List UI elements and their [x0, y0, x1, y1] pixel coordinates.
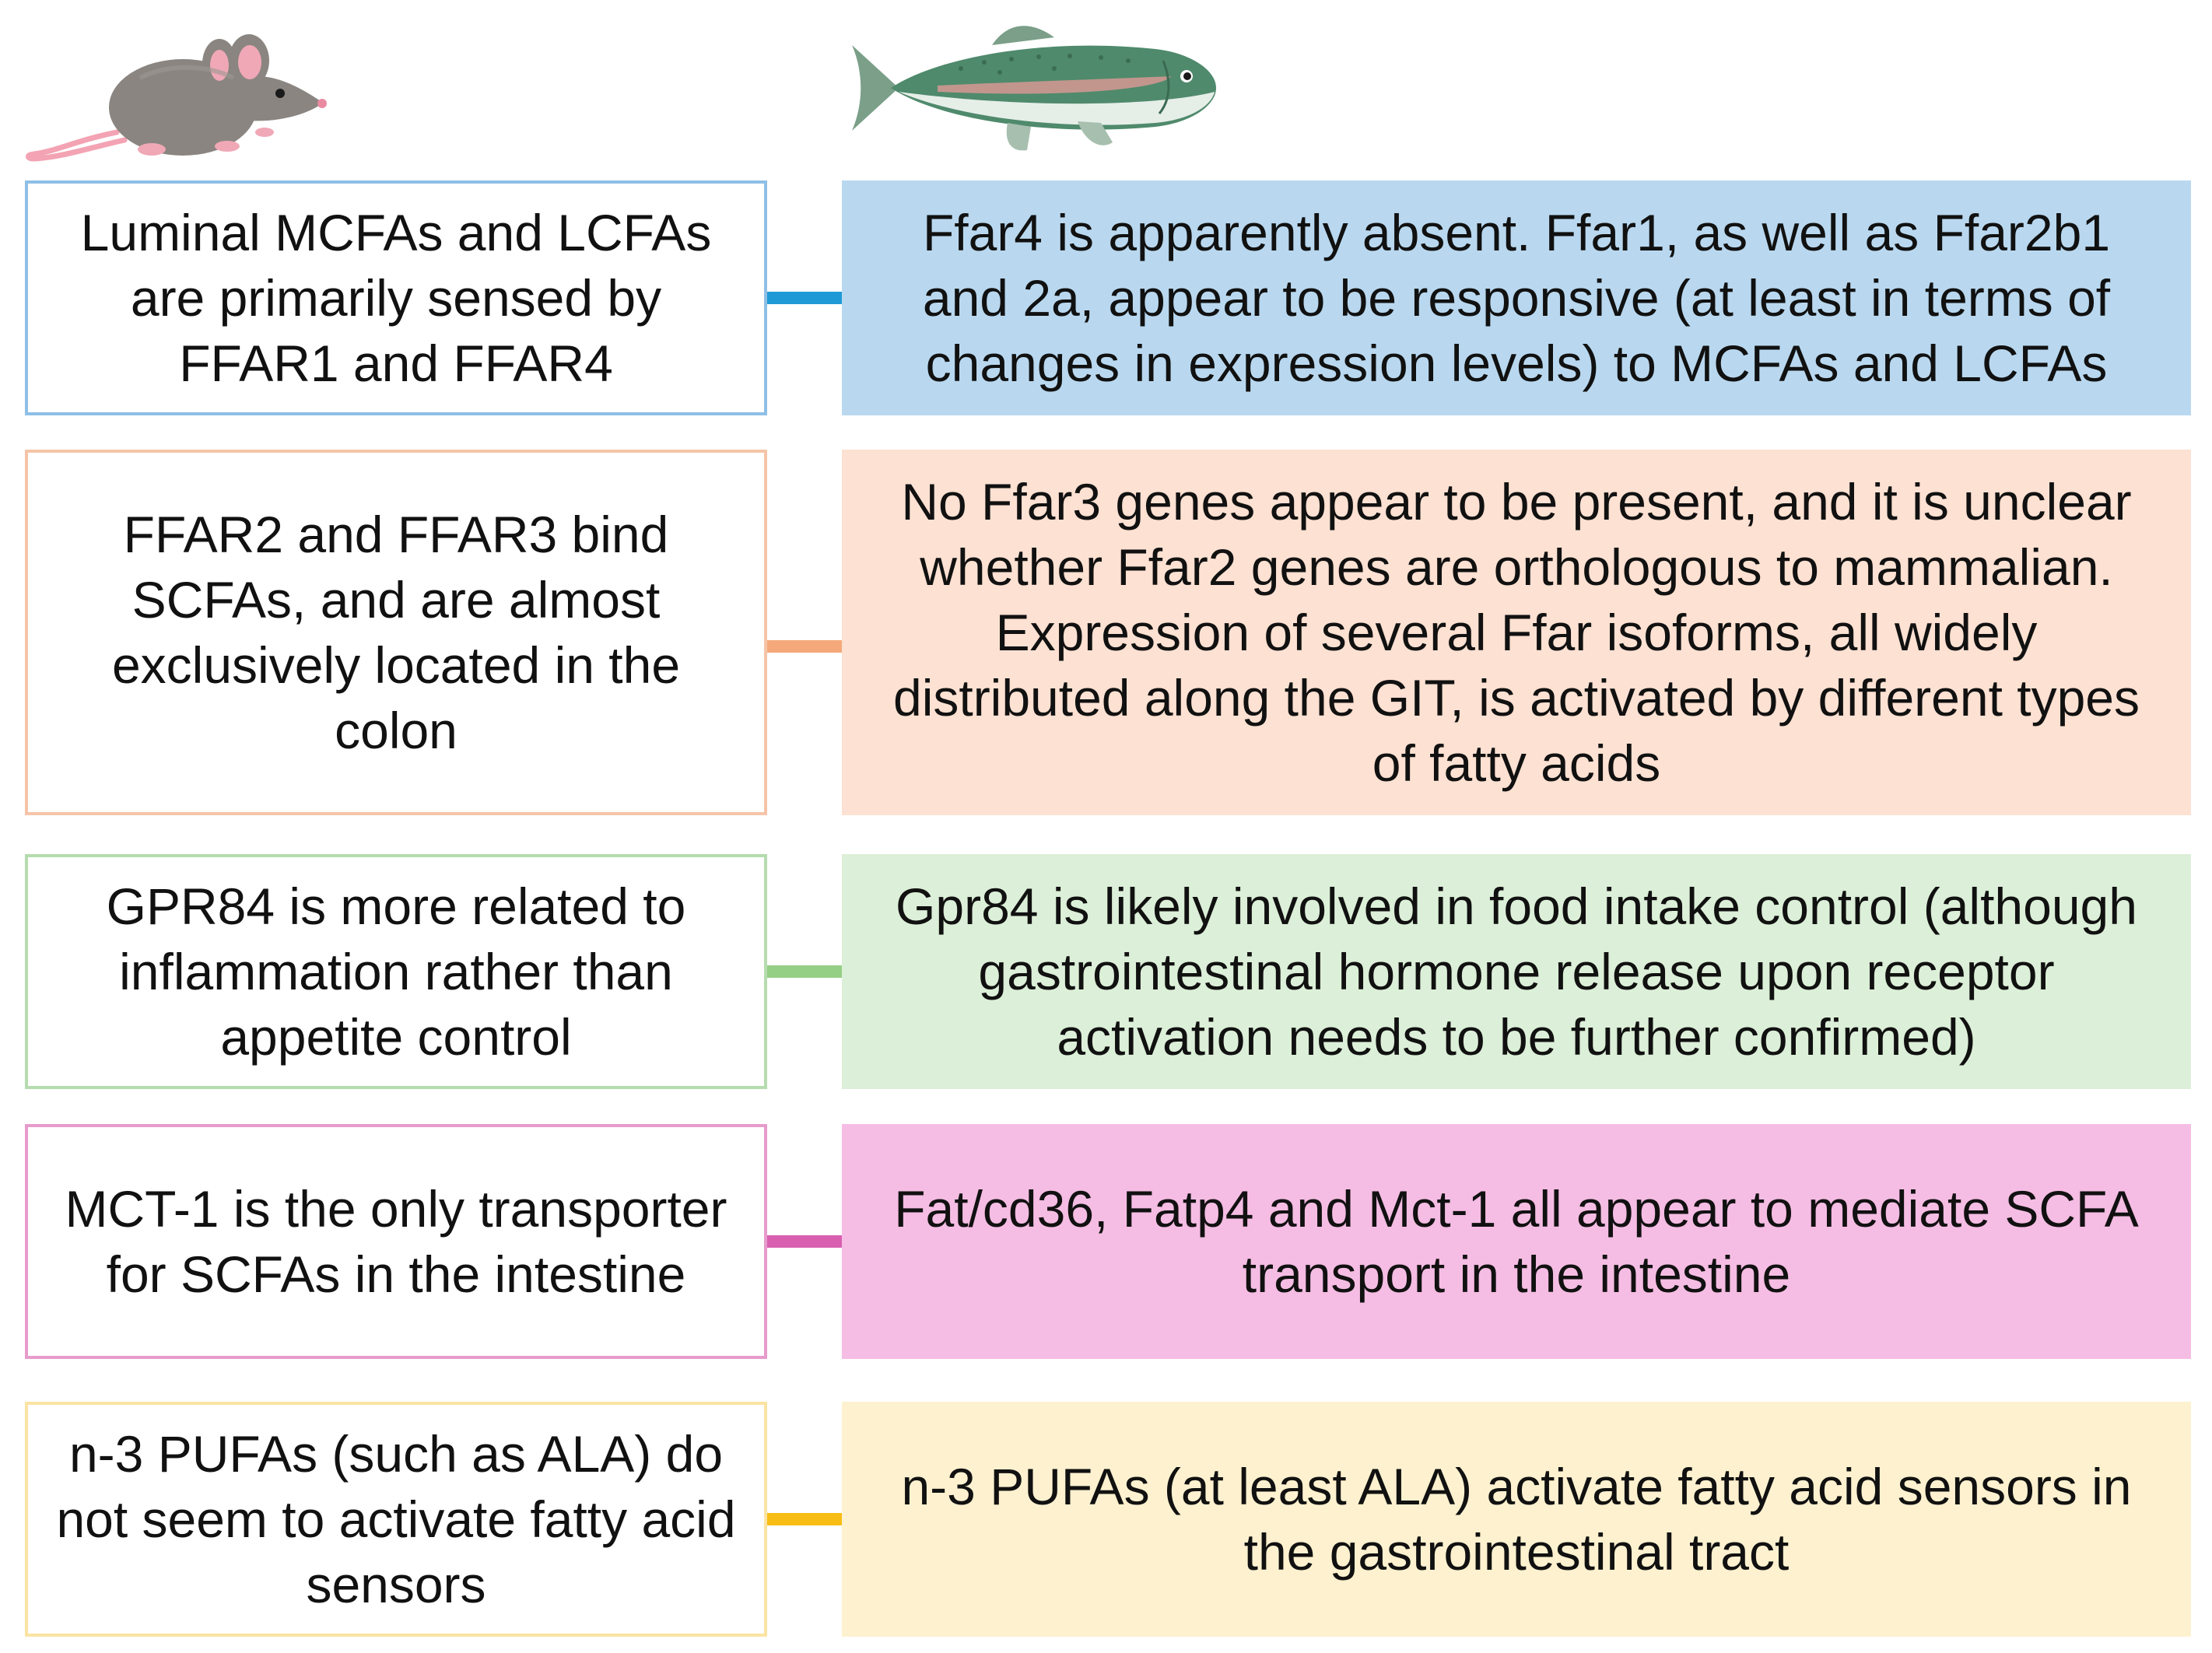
mammal-text: Luminal MCFAs and LCFAs are primarily se…	[80, 204, 712, 392]
mammal-box-n3-pufas: n-3 PUFAs (such as ALA) do not seem to a…	[25, 1402, 767, 1637]
fish-box-ffar1-ffar4: Ffar4 is apparently absent. Ffar1, as we…	[842, 180, 2191, 415]
mammal-box-mct1: MCT-1 is the only transporter for SCFAs …	[25, 1124, 767, 1359]
comparison-row-2: FFAR2 and FFAR3 bind SCFAs, and are almo…	[0, 450, 2212, 815]
fish-box-gpr84: Gpr84 is likely involved in food intake …	[842, 854, 2191, 1089]
mammal-box-ffar2-ffar3: FFAR2 and FFAR3 bind SCFAs, and are almo…	[25, 450, 767, 815]
mammal-text: n-3 PUFAs (such as ALA) do not seem to a…	[56, 1425, 736, 1613]
mammal-box-gpr84: GPR84 is more related to inflammation ra…	[25, 854, 767, 1089]
mammal-text: GPR84 is more related to inflammation ra…	[106, 877, 686, 1066]
mammal-box-ffar1-ffar4: Luminal MCFAs and LCFAs are primarily se…	[25, 180, 767, 415]
comparison-row-3: GPR84 is more related to inflammation ra…	[0, 854, 2212, 1089]
connector-line	[767, 292, 842, 304]
fish-box-n3-pufas: n-3 PUFAs (at least ALA) activate fatty …	[842, 1402, 2191, 1637]
mouse-icon	[26, 34, 327, 162]
comparison-row-4: MCT-1 is the only transporter for SCFAs …	[0, 1124, 2212, 1359]
connector-line	[767, 1513, 842, 1525]
connector-line	[767, 1235, 842, 1248]
connector-line	[767, 640, 842, 653]
connector-line	[767, 965, 842, 978]
fish-text: Fat/cd36, Fatp4 and Mct-1 all appear to …	[894, 1180, 2139, 1303]
fish-box-mct1: Fat/cd36, Fatp4 and Mct-1 all appear to …	[842, 1124, 2191, 1359]
fish-text: No Ffar3 genes appear to be present, and…	[892, 473, 2140, 792]
comparison-row-5: n-3 PUFAs (such as ALA) do not seem to a…	[0, 1402, 2212, 1637]
fish-box-ffar2-ffar3: No Ffar3 genes appear to be present, and…	[842, 450, 2191, 815]
mammal-text: FFAR2 and FFAR3 bind SCFAs, and are almo…	[111, 506, 681, 759]
mammal-text: MCT-1 is the only transporter for SCFAs …	[65, 1180, 727, 1303]
fish-icon	[852, 26, 1216, 151]
fish-text: Ffar4 is apparently absent. Ffar1, as we…	[922, 204, 2111, 392]
fish-text: Gpr84 is likely involved in food intake …	[896, 877, 2137, 1066]
fish-text: n-3 PUFAs (at least ALA) activate fatty …	[901, 1458, 2132, 1581]
comparison-row-1: Luminal MCFAs and LCFAs are primarily se…	[0, 180, 2212, 415]
